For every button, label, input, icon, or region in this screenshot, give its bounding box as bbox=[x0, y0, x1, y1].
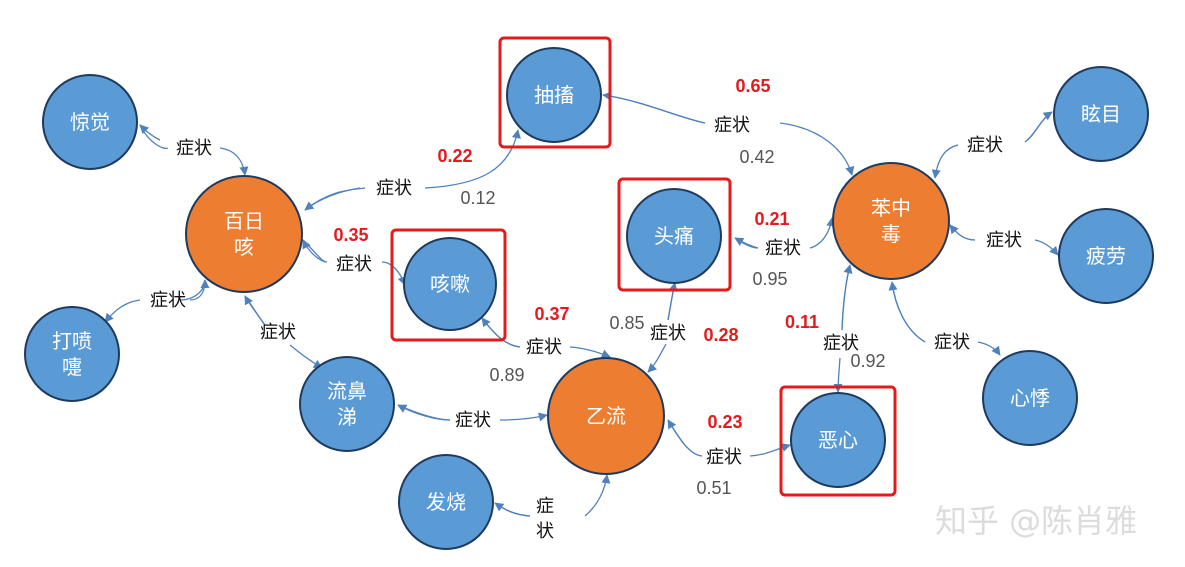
node-pilao: 疲劳 bbox=[1058, 208, 1154, 304]
svg-text:毒: 毒 bbox=[881, 222, 901, 246]
rel-label-fashao-2: 状 bbox=[536, 521, 554, 542]
weight-gray: 0.95 bbox=[752, 269, 787, 289]
edge-toutong-benzhongdu-start bbox=[734, 237, 759, 249]
svg-text:流鼻: 流鼻 bbox=[327, 379, 367, 403]
svg-text:头痛: 头痛 bbox=[654, 224, 694, 248]
svg-text:打喷: 打喷 bbox=[52, 329, 92, 353]
edge-toutong-yiliu-start bbox=[667, 282, 678, 321]
node-chouchu: 抽搐 bbox=[506, 47, 602, 143]
rel-label: 症状 bbox=[336, 254, 372, 275]
watermark: 知乎 @陈肖雅 bbox=[935, 502, 1137, 540]
svg-text:发烧: 发烧 bbox=[426, 490, 466, 514]
rel-label: 症状 bbox=[706, 447, 742, 468]
rel-label: 症状 bbox=[150, 290, 186, 311]
node-xuanmu: 眩目 bbox=[1053, 66, 1149, 162]
relation-labels: 症状 症状 症状 症状 症状 症状 症状 症状 症状 症状 症状 症状 症状 症… bbox=[150, 115, 1022, 542]
svg-text:咳: 咳 bbox=[234, 235, 254, 259]
weight-red: 0.35 bbox=[333, 225, 368, 245]
svg-text:乙流: 乙流 bbox=[586, 404, 626, 428]
weight-gray: 0.92 bbox=[850, 351, 885, 371]
svg-text:百日: 百日 bbox=[224, 209, 264, 233]
svg-text:嚏: 嚏 bbox=[62, 355, 82, 379]
svg-text:咳嗽: 咳嗽 bbox=[430, 272, 470, 296]
highlight-box-exin bbox=[779, 385, 897, 497]
edge-chouchu-benzhongdu-start bbox=[602, 91, 706, 124]
node-fashao: 发烧 bbox=[398, 454, 494, 550]
weights-red: 0.65 0.22 0.35 0.21 0.37 0.28 0.11 0.23 bbox=[333, 76, 819, 432]
svg-text:眩目: 眩目 bbox=[1081, 102, 1121, 126]
highlight-box-toutong bbox=[617, 177, 732, 292]
edge-pilao-benzhongdu-start bbox=[949, 224, 976, 241]
rel-label: 症状 bbox=[176, 138, 212, 159]
node-liubiti: 流鼻 涕 bbox=[299, 356, 395, 452]
edge-xuanmu-benzhongdu-start bbox=[1024, 111, 1053, 143]
edge-fashao-yiliu-start bbox=[494, 502, 531, 517]
weight-red: 0.37 bbox=[534, 304, 569, 324]
svg-text:心悸: 心悸 bbox=[1010, 386, 1050, 410]
weight-red: 0.28 bbox=[703, 325, 738, 345]
edge-kesou-yiliu-start bbox=[481, 317, 521, 348]
weights-gray: 0.42 0.12 0.95 0.85 0.89 0.92 0.51 bbox=[460, 147, 885, 498]
highlight-box-chouchu bbox=[498, 36, 612, 149]
svg-text:恶心: 恶心 bbox=[818, 428, 858, 452]
weight-gray: 0.12 bbox=[460, 188, 495, 208]
edge-dapenti-bairike-start bbox=[179, 279, 210, 301]
node-toutong: 头痛 bbox=[626, 188, 722, 284]
edge-liubiti-yiliu-start bbox=[397, 404, 451, 421]
rel-label: 症状 bbox=[650, 323, 686, 344]
node-benzhongdu: 苯中 毒 bbox=[832, 162, 950, 280]
rel-label: 症状 bbox=[526, 337, 562, 358]
weight-gray: 0.42 bbox=[739, 147, 774, 167]
edge-xinji-benzhongdu-start bbox=[888, 281, 926, 343]
rel-label: 症状 bbox=[934, 332, 970, 353]
weight-gray: 0.85 bbox=[609, 313, 644, 333]
edge-kesou-bairike-start bbox=[302, 239, 326, 263]
weight-red: 0.65 bbox=[735, 76, 770, 96]
edge-chouchu-bairike-start bbox=[304, 187, 361, 211]
rel-label: 症状 bbox=[455, 410, 491, 431]
rel-label: 症状 bbox=[714, 115, 750, 136]
weight-red: 0.11 bbox=[785, 312, 819, 332]
svg-text:苯中: 苯中 bbox=[871, 196, 911, 220]
rel-label: 症状 bbox=[986, 230, 1022, 251]
edge-jingjue-arrow bbox=[139, 124, 161, 141]
node-dapenti: 打喷 嚏 bbox=[24, 306, 120, 402]
rel-label: 症状 bbox=[765, 238, 801, 259]
weight-gray: 0.89 bbox=[489, 365, 524, 385]
nodes: 惊觉 百日 咳 打喷 嚏 流鼻 涕 咳嗽 抽搐 头痛 bbox=[24, 47, 1154, 550]
weight-red: 0.23 bbox=[707, 412, 742, 432]
rel-label: 症状 bbox=[260, 322, 296, 343]
rel-label: 症状 bbox=[376, 178, 412, 199]
node-kesou: 咳嗽 bbox=[403, 237, 497, 331]
svg-text:涕: 涕 bbox=[337, 405, 357, 429]
weight-red: 0.22 bbox=[437, 146, 472, 166]
node-exin: 恶心 bbox=[790, 392, 886, 488]
node-jingjue: 惊觉 bbox=[42, 74, 138, 170]
weight-gray: 0.51 bbox=[696, 478, 731, 498]
rel-label: 症状 bbox=[967, 135, 1003, 156]
node-yiliu: 乙流 bbox=[547, 357, 665, 475]
highlight-boxes bbox=[390, 36, 897, 497]
highlight-box-kesou bbox=[390, 228, 507, 342]
node-xinji: 心悸 bbox=[982, 350, 1078, 446]
rel-label: 症状 bbox=[823, 333, 859, 354]
edge-exin-benzhongdu bbox=[838, 264, 851, 392]
edge-exin-benzhongdu-start bbox=[841, 264, 853, 331]
edge-liubiti-bairike-start bbox=[244, 295, 266, 326]
svg-text:疲劳: 疲劳 bbox=[1086, 244, 1126, 268]
rel-label-fashao-1: 症 bbox=[536, 496, 554, 517]
weight-red: 0.21 bbox=[754, 209, 789, 229]
edge-exin-yiliu-start bbox=[667, 419, 703, 457]
svg-text:抽搐: 抽搐 bbox=[534, 83, 574, 107]
node-bairike: 百日 咳 bbox=[185, 175, 303, 293]
svg-text:惊觉: 惊觉 bbox=[70, 110, 110, 134]
